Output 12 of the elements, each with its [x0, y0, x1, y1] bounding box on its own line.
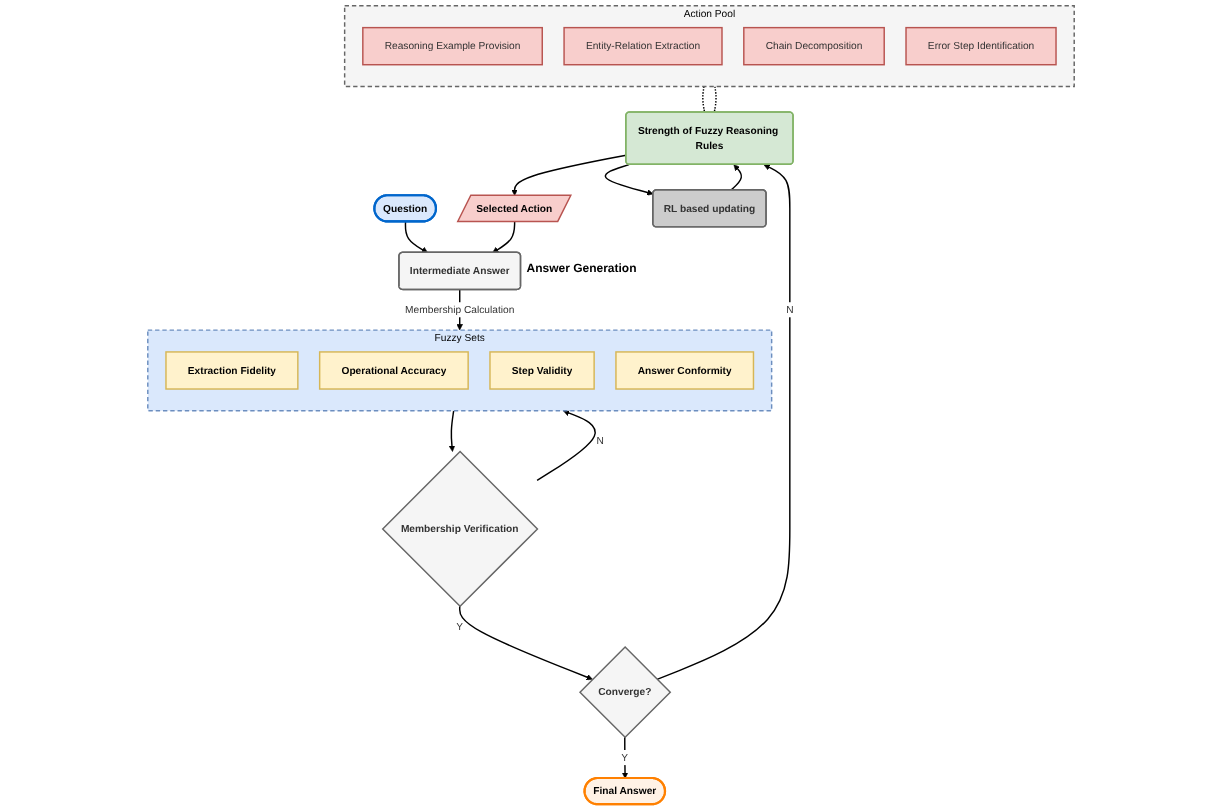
connector	[713, 85, 717, 113]
arrow	[730, 164, 743, 191]
arrow	[604, 163, 654, 196]
arrow	[492, 221, 516, 253]
arrow	[448, 410, 456, 452]
connector	[702, 85, 706, 113]
arrow	[621, 736, 629, 779]
arrow	[459, 605, 593, 681]
arrow	[656, 164, 791, 681]
arrow	[536, 409, 596, 482]
arrow	[511, 154, 627, 196]
arrow	[404, 221, 428, 253]
